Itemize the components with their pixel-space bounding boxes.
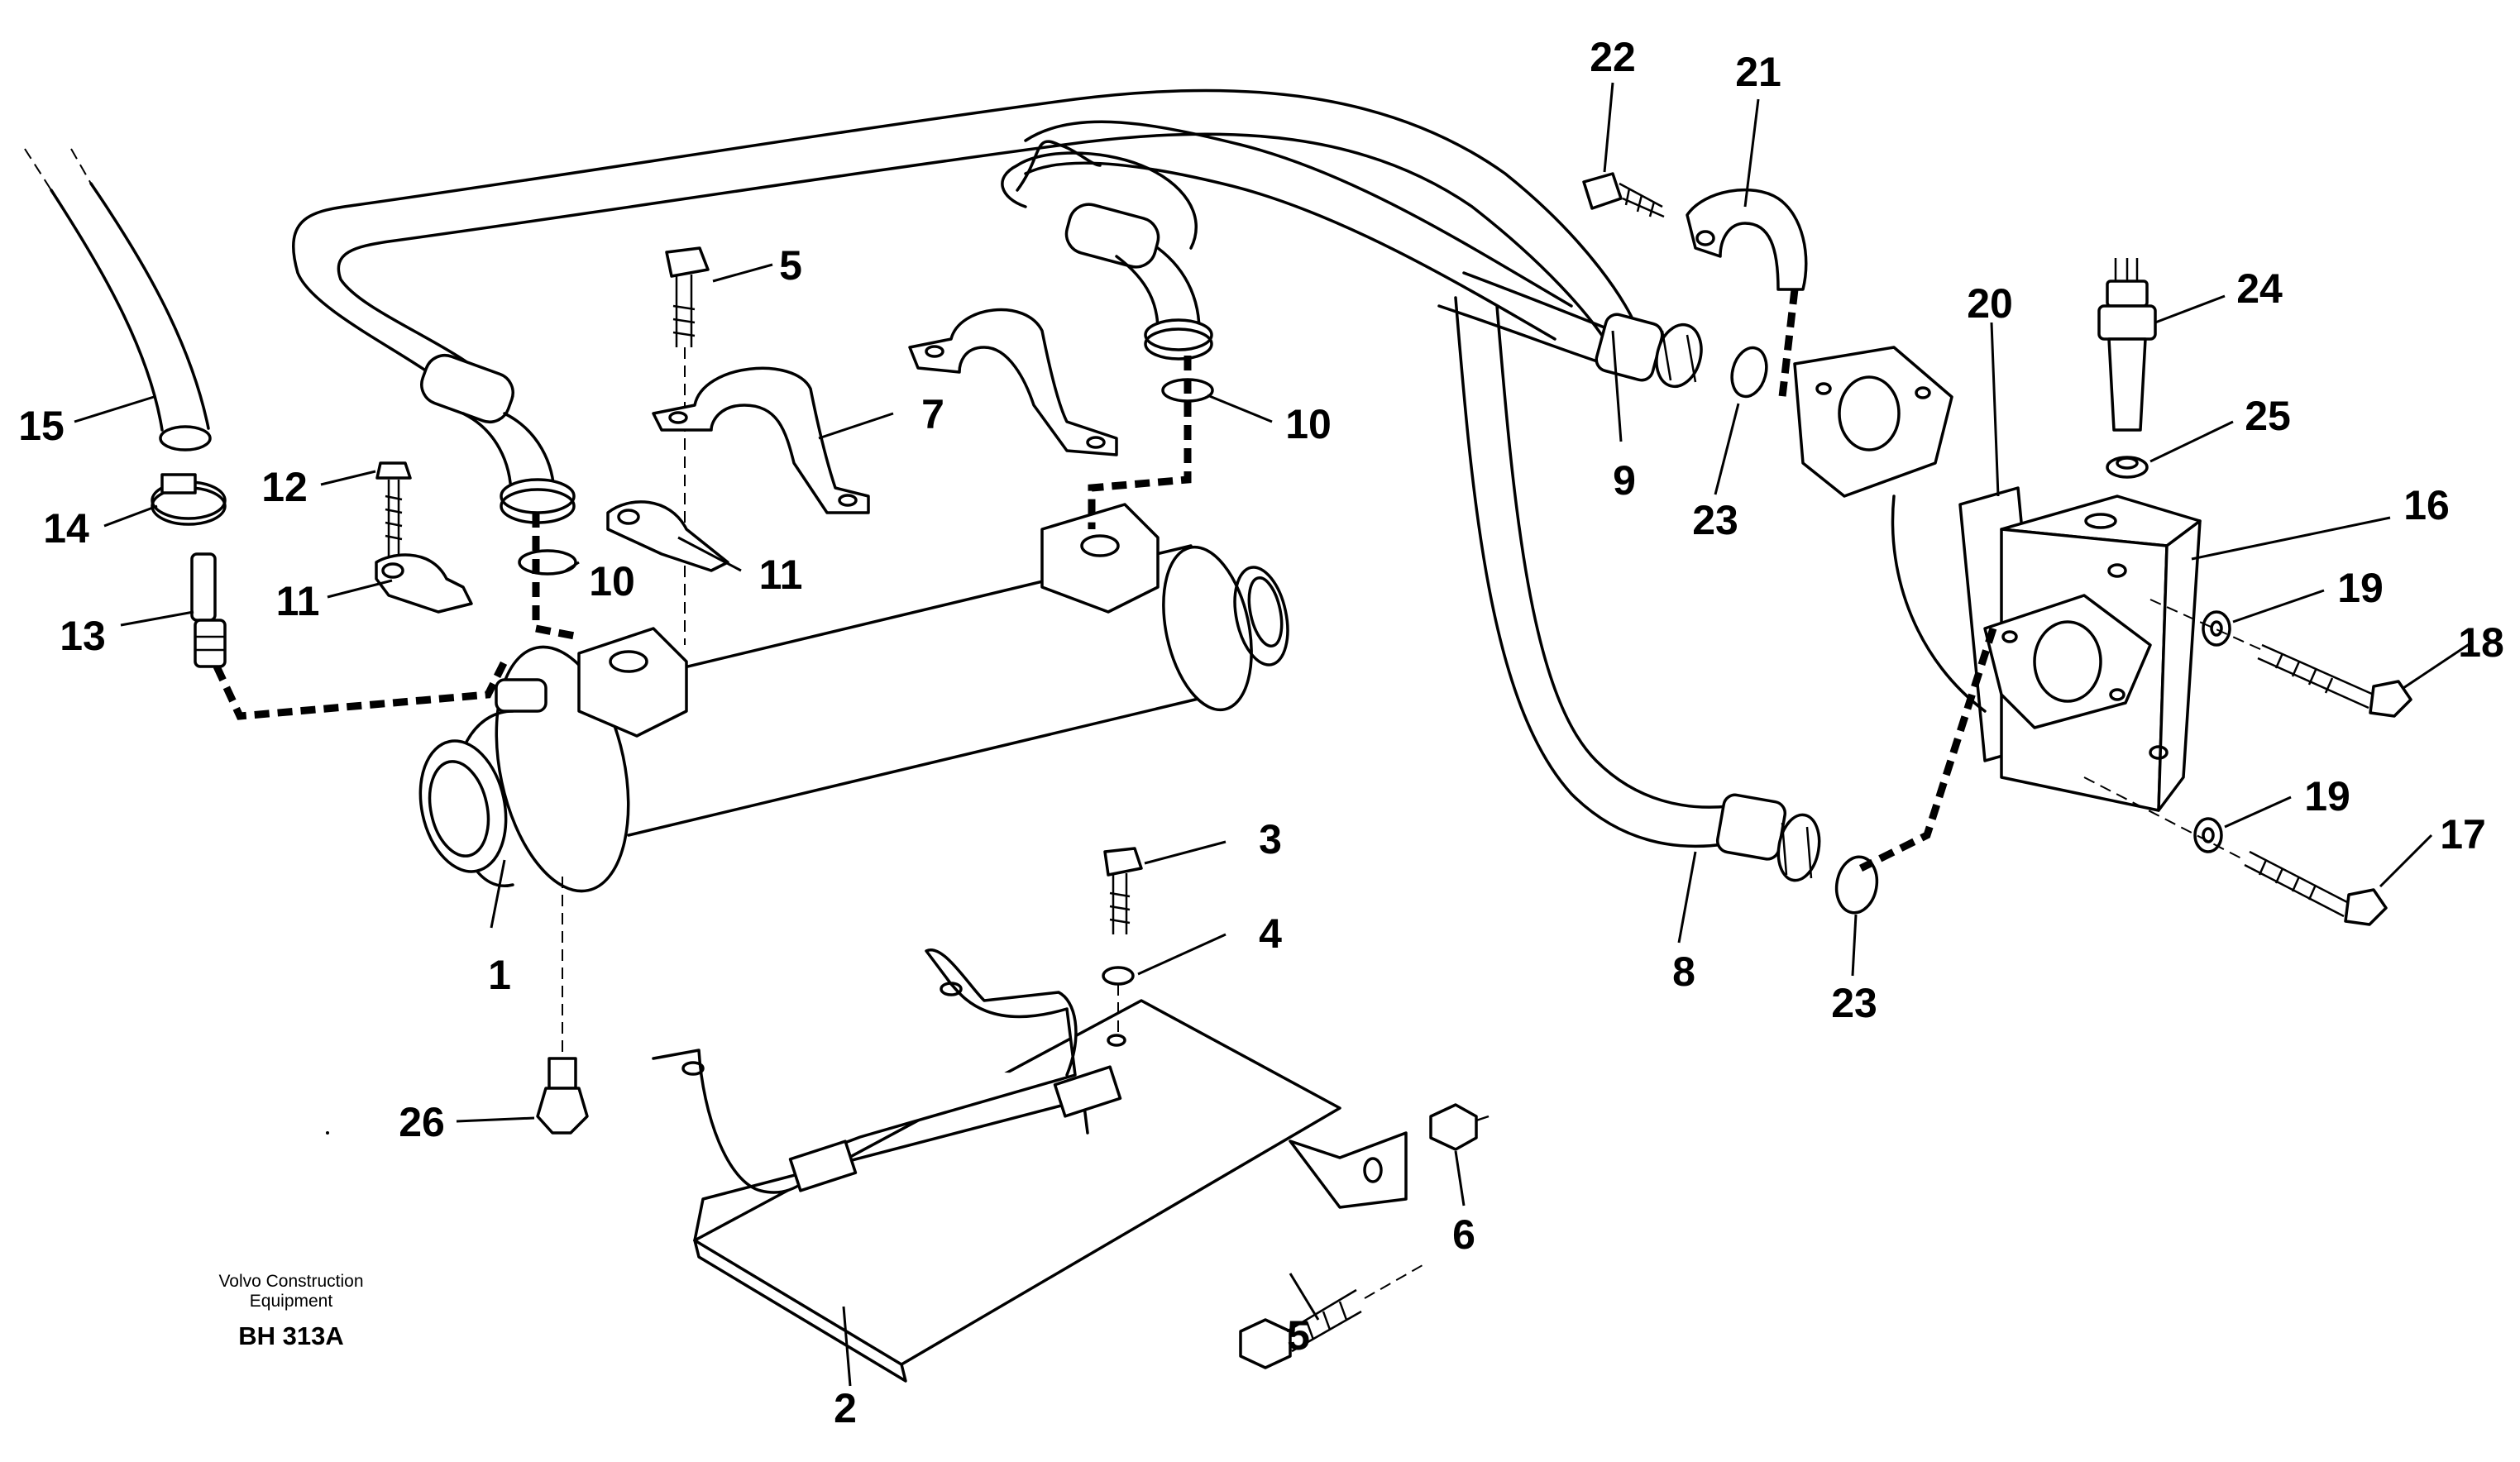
bolt-22 [1582, 172, 1665, 218]
callout-12: 12 [261, 464, 308, 510]
figure-code: BH 313A [238, 1321, 344, 1350]
callout-17: 17 [2440, 811, 2486, 858]
washer-19-lower [2193, 817, 2223, 853]
hose-15 [24, 148, 212, 452]
caption-line-1: Volvo Construction [218, 1272, 363, 1291]
o-ring-23-upper [1730, 346, 1768, 399]
callout-8: 8 [1672, 948, 1695, 995]
caption-line-2: Equipment [250, 1292, 333, 1311]
o-ring-10-left [518, 549, 577, 576]
callout-13: 13 [60, 613, 106, 659]
nut-6 [1429, 1103, 1490, 1151]
washer-4 [1102, 966, 1135, 986]
callout-4: 4 [1259, 910, 1282, 957]
callout-19-upper: 19 [2337, 565, 2384, 611]
callout-11-left: 11 [276, 578, 320, 624]
valve-block-16 [1891, 494, 2202, 812]
callout-16: 16 [2403, 482, 2450, 528]
callout-22: 22 [1590, 34, 1636, 80]
screw-12 [375, 461, 412, 562]
callout-9: 9 [1613, 457, 1636, 504]
callout-1: 1 [488, 952, 511, 998]
coolant-pipe [292, 88, 1639, 524]
figure-caption: Volvo Construction Equipment BH 313A [218, 1272, 363, 1350]
cooler-1 [418, 503, 1289, 893]
bolt-18 [2149, 599, 2412, 718]
callout-14: 14 [43, 505, 89, 552]
stray-dot [326, 1131, 329, 1135]
callout-10-left: 10 [589, 558, 635, 604]
clamp-21 [1686, 188, 1808, 291]
callout-5-top: 5 [779, 242, 802, 289]
callout-labels: 1 2 3 4 5 5 6 7 8 9 10 10 11 11 12 13 14… [18, 34, 2504, 1431]
washer-25 [2106, 456, 2149, 479]
bolt-5-lower [1239, 1264, 1423, 1369]
callout-23-upper: 23 [1692, 497, 1738, 543]
callout-6: 6 [1452, 1211, 1475, 1258]
callout-23-lower: 23 [1831, 980, 1877, 1026]
leader-lines [74, 82, 2474, 1387]
washer-19-upper [2202, 610, 2231, 647]
bracket-2 [652, 948, 1408, 1383]
sensor-24 [2097, 258, 2157, 432]
hose-9 [1437, 271, 1703, 389]
flange-upper [1793, 346, 1953, 498]
callout-21: 21 [1735, 49, 1781, 95]
o-ring-10-right [1161, 378, 1214, 403]
callout-15: 15 [18, 403, 65, 449]
o-ring-23-lower [1834, 855, 1879, 915]
bolt-5-top [665, 246, 710, 645]
callout-25: 25 [2245, 393, 2291, 439]
callout-26: 26 [399, 1099, 445, 1145]
drain-plug-26 [536, 877, 589, 1135]
callout-18: 18 [2458, 619, 2504, 666]
callout-24: 24 [2236, 265, 2283, 312]
nipple-13 [190, 552, 227, 668]
callout-5-lower: 5 [1287, 1312, 1310, 1359]
callout-10-right: 10 [1285, 401, 1332, 447]
callout-20: 20 [1967, 280, 2013, 327]
callout-11-mid: 11 [759, 552, 803, 598]
hose-8 [1454, 296, 1821, 882]
callout-19-lower: 19 [2304, 773, 2350, 819]
callout-2: 2 [834, 1385, 857, 1431]
callout-3: 3 [1259, 816, 1282, 862]
bolt-3 [1103, 847, 1143, 934]
clamp-11-left [375, 553, 473, 614]
clamp-11-mid [606, 500, 729, 572]
bolt-17 [2083, 776, 2388, 926]
clamp-7 [652, 308, 1118, 514]
hose-clamp-14 [151, 473, 227, 526]
callout-7: 7 [921, 391, 944, 437]
